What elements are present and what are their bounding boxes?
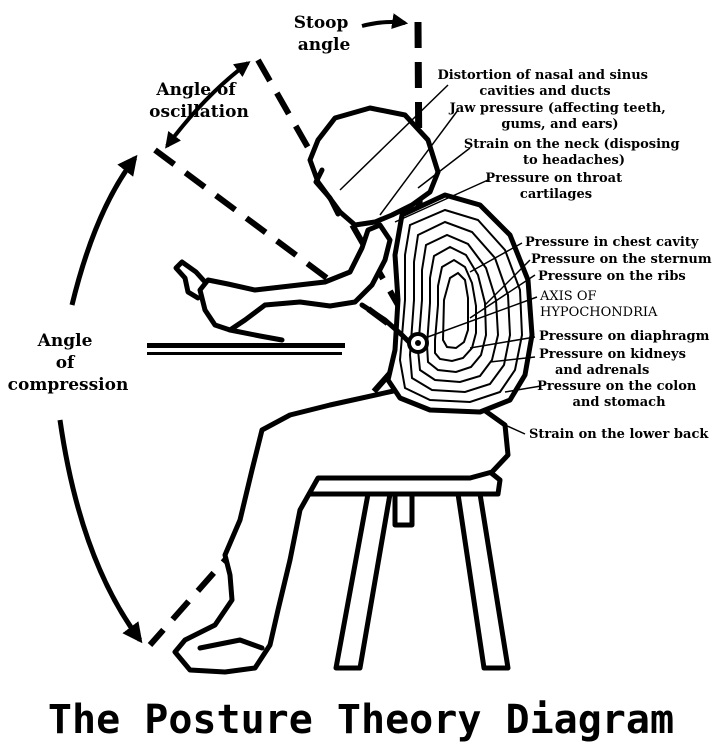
diagram-title: The Posture Theory Diagram bbox=[48, 697, 674, 743]
oscillation-line bbox=[153, 147, 412, 343]
oscillation-angle-label: Angle of oscillation bbox=[149, 80, 249, 122]
stool bbox=[307, 469, 511, 671]
jaw-pressure-label: Jaw pressure (affecting teeth, gums, and… bbox=[449, 101, 671, 132]
chest-cavity-label: Pressure in chest cavity bbox=[525, 235, 699, 250]
compression-angle-arrow-upper bbox=[69, 154, 138, 306]
diaphragm-label: Pressure on diaphragm bbox=[539, 329, 710, 344]
stoop-angle-label: Stoop angle bbox=[294, 13, 355, 55]
sternum-label: Pressure on the sternum bbox=[531, 252, 712, 267]
compression-angle-arrow-lower bbox=[57, 419, 143, 644]
lower-back-label: Strain on the lower back bbox=[529, 427, 709, 442]
pressure-contours bbox=[398, 208, 524, 404]
leader-lines bbox=[339, 84, 542, 435]
ribs-label: Pressure on the ribs bbox=[538, 269, 686, 284]
compression-angle-label: Angle of compression bbox=[8, 331, 129, 395]
oscillation-angle-arrow bbox=[165, 61, 251, 149]
seated-person bbox=[172, 105, 535, 675]
axis-target bbox=[407, 332, 429, 354]
nasal-sinus-label: Distortion of nasal and sinus cavities a… bbox=[437, 68, 652, 99]
neck-strain-label: Strain on the neck (disposing to headach… bbox=[464, 137, 684, 168]
axis-hypochondria-label: AXIS OF HYPOCHONDRIA bbox=[539, 289, 658, 320]
desk-edge bbox=[147, 352, 342, 355]
kidneys-label: Pressure on kidneys and adrenals bbox=[539, 347, 690, 378]
desk-surface bbox=[147, 343, 345, 348]
colon-stomach-label: Pressure on the colon and stomach bbox=[537, 379, 701, 410]
throat-pressure-label: Pressure on throat cartilages bbox=[485, 171, 626, 202]
stoop-angle-arrow bbox=[361, 13, 409, 30]
